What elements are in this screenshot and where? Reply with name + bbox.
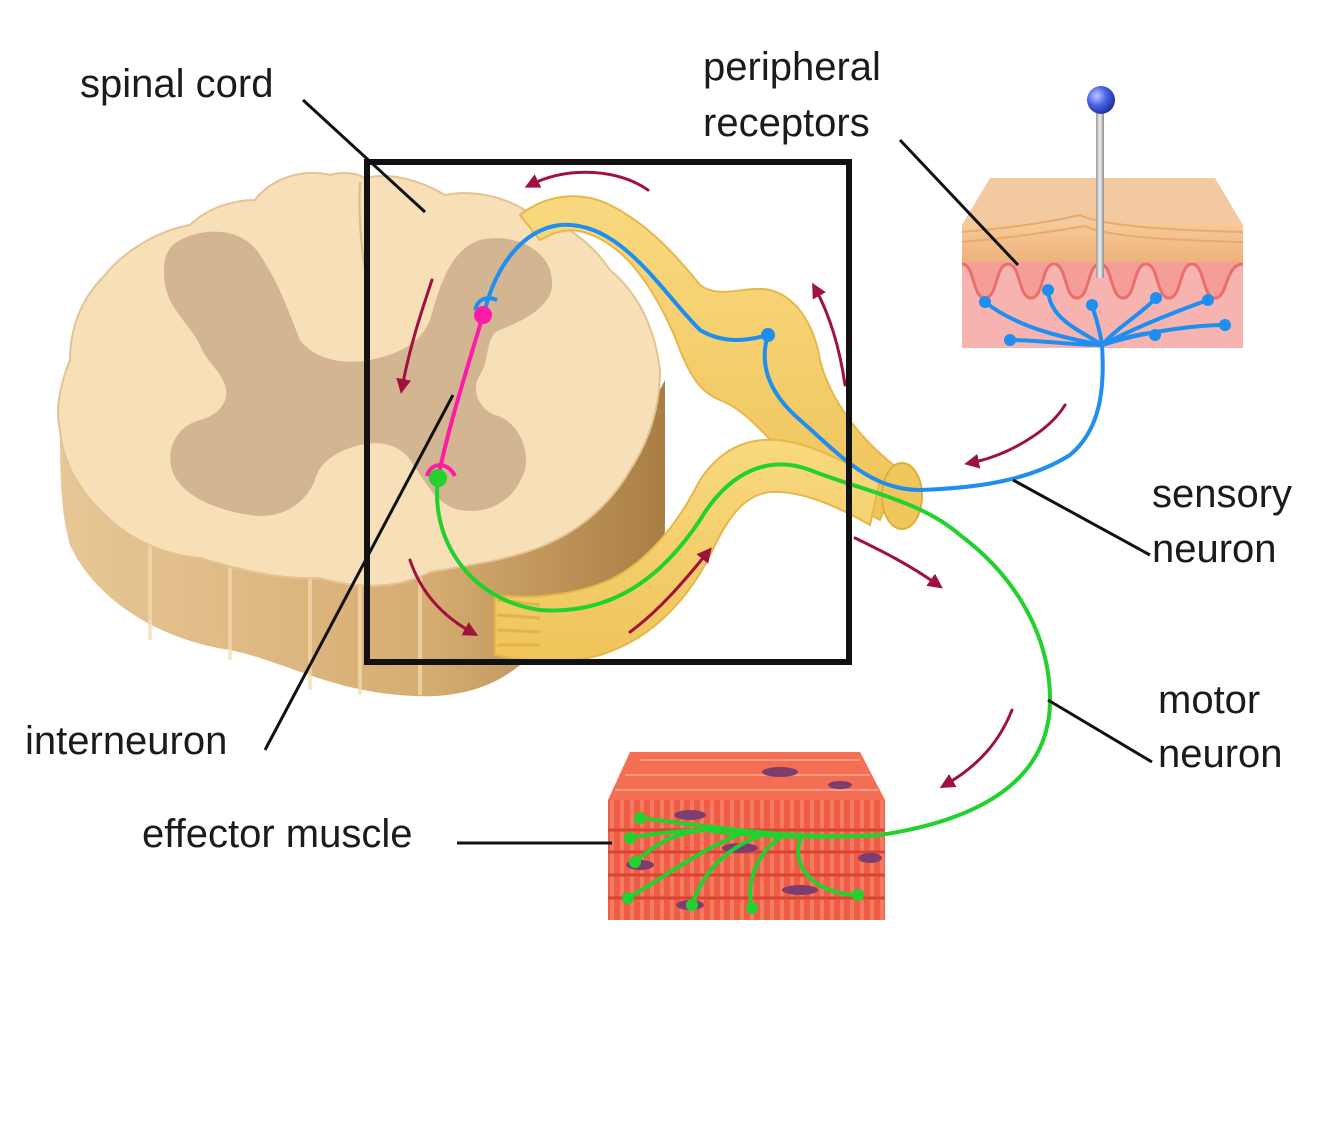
effector-muscle-block <box>608 752 885 920</box>
label-peripheral-receptors-line1: peripheral <box>703 45 881 89</box>
leader-interneuron <box>263 394 455 751</box>
label-motor-neuron-line2: neuron <box>1158 732 1283 776</box>
sensory-neuron <box>483 222 1227 493</box>
label-interneuron: interneuron <box>25 719 227 763</box>
motor-neuron <box>435 462 1053 910</box>
flow-arrows <box>396 170 1067 788</box>
arrow-sensory-in <box>964 403 1067 469</box>
label-sensory-neuron-line1: sensory <box>1152 472 1292 516</box>
label-motor-neuron-line1: motor <box>1158 678 1260 722</box>
arrow-interneuron <box>396 278 434 394</box>
label-sensory-neuron-line2: neuron <box>1152 527 1277 571</box>
arrow-dorsal-root <box>524 170 650 192</box>
sensory-receptor-endings <box>761 284 1231 346</box>
leader-lines <box>263 98 1153 845</box>
gray-matter <box>163 231 553 516</box>
interneuron-path <box>425 306 492 480</box>
motor-cell-body <box>429 469 447 487</box>
label-spinal-cord: spinal cord <box>80 62 273 106</box>
label-peripheral-receptors-line2: receptors <box>703 101 870 145</box>
arrow-to-muscle <box>939 708 1014 788</box>
pin-icon <box>1087 86 1115 278</box>
arrow-motor-root-exit <box>408 558 479 636</box>
arrow-motor-out <box>853 536 943 589</box>
arrow-ventral-root <box>628 547 712 634</box>
arrow-dorsal-ganglion <box>812 282 847 387</box>
motor-end-plates <box>429 469 864 914</box>
leader-peripheral-receptors <box>898 138 1020 267</box>
leader-spinal-cord <box>301 98 427 214</box>
leader-sensory-neuron <box>1012 478 1151 557</box>
leader-motor-neuron <box>1047 698 1153 764</box>
reflex-focus-box <box>364 159 852 665</box>
label-effector-muscle: effector muscle <box>142 812 413 856</box>
sensory-cell-body <box>761 328 775 342</box>
